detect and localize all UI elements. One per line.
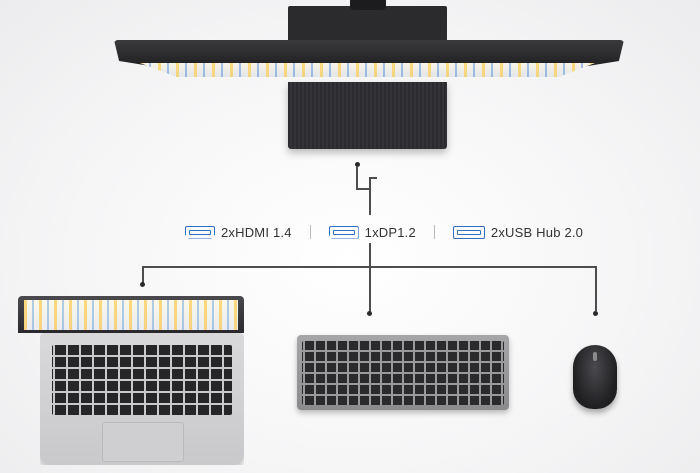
cable-line: [369, 177, 377, 179]
mouse-connector-line: [595, 266, 597, 311]
laptop-connector-dot: [140, 282, 145, 287]
laptop-connector-line: [142, 266, 144, 284]
cable-line: [356, 166, 358, 190]
port-spec-usb: 2xUSB Hub 2.0: [452, 224, 584, 240]
monitor-stand-neck: [288, 6, 447, 46]
cable-line: [369, 178, 371, 190]
monitor-connector-dot: [355, 162, 360, 167]
monitor-screen: [140, 63, 595, 77]
port-label-usb: 2xUSB Hub 2.0: [490, 224, 584, 240]
port-label-dp: 1xDP1.2: [364, 224, 416, 240]
monitor-stand-hinge: [350, 0, 386, 10]
hdmi-port-icon: [185, 225, 215, 239]
port-spec-dp: 1xDP1.2: [328, 224, 416, 240]
cable-line: [369, 190, 371, 215]
port-spec-hdmi: 2xHDMI 1.4: [185, 225, 292, 240]
laptop-screen: [24, 300, 238, 330]
laptop-touchpad: [102, 422, 184, 462]
monitor-stand-base: [288, 82, 447, 149]
displayport-icon: [328, 225, 359, 239]
keyboard-keys: [302, 341, 504, 405]
usb-port-icon: [452, 225, 485, 239]
cable-line: [369, 243, 371, 313]
port-label-hdmi: 2xHDMI 1.4: [221, 224, 292, 240]
distribution-line: [142, 266, 596, 268]
mouse-connector-dot: [593, 311, 598, 316]
cable-line: [356, 188, 369, 190]
mouse-scroll-wheel: [593, 352, 597, 361]
keyboard-connector-dot: [367, 311, 372, 316]
divider: [309, 225, 311, 239]
divider: [433, 225, 435, 239]
port-spec-list: 2xHDMI 1.4 1xDP1.2 2xUSB Hub 2.0: [185, 220, 583, 244]
laptop-keyboard: [52, 345, 232, 415]
